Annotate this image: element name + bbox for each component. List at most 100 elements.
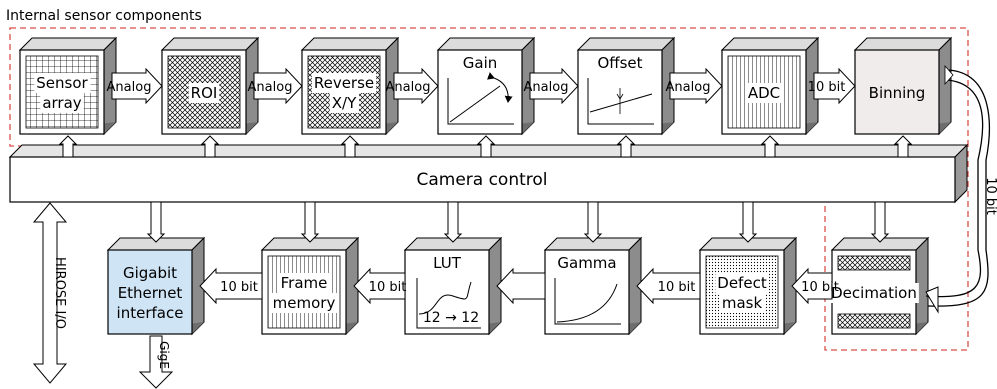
label-backdrop: [270, 293, 338, 313]
block-defect: Defect mask: [698, 236, 798, 336]
arrow-shape: [529, 67, 579, 105]
binning-to-decimation-connector: [925, 79, 984, 298]
arrow-shape: [636, 267, 701, 305]
arrow-label: 10 bit: [808, 80, 846, 95]
block-side-face: [938, 36, 952, 136]
control-up-arrow: [200, 135, 220, 158]
block-top-face: [436, 37, 536, 51]
block-top-face: [300, 37, 400, 51]
arrow-label: Analog: [107, 80, 152, 95]
arrow-label: Analog: [524, 80, 569, 95]
label-backdrop: [188, 83, 220, 103]
label-backdrop: [745, 83, 783, 103]
pattern-band-top: [837, 255, 911, 271]
label-backdrop: [278, 273, 330, 293]
block-label-line: LUT: [433, 254, 462, 272]
arrow-label: Analog: [248, 80, 293, 95]
bottom-link-arrow: 10 bit: [353, 267, 406, 305]
bottom-link-arrow: 10 bit: [791, 267, 839, 305]
bottom-link-arrow: 10 bit: [636, 267, 701, 305]
gamma-axes-icon: [554, 278, 621, 325]
arrow-shape: [393, 67, 439, 105]
camera-control-bar: Camera control: [8, 143, 969, 204]
arrow-label: Analog: [666, 80, 711, 95]
block-label-line: memory: [273, 294, 336, 312]
label-backdrop: [719, 293, 765, 313]
block-top-face: [576, 37, 676, 51]
block-label-line: ROI: [191, 84, 218, 102]
offset-line: [589, 93, 653, 113]
arrow-label: Analog: [386, 80, 431, 95]
arrow-shape: [791, 267, 833, 305]
arrow-shape: [199, 267, 263, 305]
arrow-label: 10 bit: [658, 280, 696, 295]
control-down-arrow: [870, 201, 890, 243]
control-down-arrow: [738, 201, 758, 243]
block-top-face: [853, 37, 953, 51]
block-label-line: Sensor: [36, 74, 88, 92]
control-up-arrow: [476, 135, 496, 158]
control-up-arrow: [760, 135, 780, 158]
block-label-line: mask: [722, 294, 763, 312]
block-label-line: Decimation: [831, 284, 917, 302]
block-adc: ADC: [720, 36, 820, 136]
camera-control-label: Camera control: [416, 170, 547, 190]
control-down-arrow: [443, 201, 463, 243]
block-label-line: Reverse: [314, 74, 374, 92]
top-link-arrow: Analog: [386, 67, 439, 105]
block-face: [544, 249, 630, 335]
gain-axes-icon: [447, 78, 514, 125]
binning-to-decimation-connector-outer: [927, 69, 990, 307]
block-binning: Binning: [853, 36, 953, 136]
block-label-line: Binning: [869, 84, 926, 102]
block-face: [854, 49, 940, 135]
loop-start-cap: [944, 64, 954, 86]
arrow-label: 10 bit: [220, 280, 258, 295]
block-label-line: Frame: [281, 274, 328, 292]
diagram-title: Internal sensor components: [6, 8, 202, 24]
gige-out-label: GigE: [157, 341, 171, 369]
top-link-arrow: Analog: [666, 67, 723, 105]
block-frame: Frame memory: [260, 236, 360, 336]
bottom-link-arrow: 10 bit: [199, 267, 263, 305]
block-label-line: Offset: [597, 54, 642, 72]
arrow-shape: [496, 267, 546, 305]
bottom-link-arrow: [496, 267, 546, 305]
block-roi: ROI: [160, 36, 260, 136]
control-up-arrow: [893, 135, 913, 158]
block-label-line: Gain: [463, 54, 498, 72]
arrow-shape: [253, 67, 303, 105]
block-top-face: [160, 37, 260, 51]
block-label-line: Gamma: [557, 254, 616, 272]
lut-axes-icon: [416, 278, 481, 329]
label-backdrop: [311, 73, 377, 93]
hirose-io-label: HIROSE I/O: [52, 257, 67, 329]
block-label-line: Gigabit: [123, 264, 177, 282]
block-label-line: interface: [117, 304, 184, 322]
arrow-shape: [669, 67, 723, 105]
lut-subtitle: 12 → 12: [423, 310, 479, 326]
pattern-band-bottom: [837, 313, 911, 329]
block-label-line: Defect: [717, 274, 767, 292]
offset-arrow-icon: [616, 93, 624, 100]
block-top-face: [720, 37, 820, 51]
lut-curve: [418, 281, 472, 315]
block-offset: Offset: [576, 36, 676, 136]
decimation-region: [824, 146, 969, 351]
block-lut: LUT 12 → 12: [403, 236, 503, 336]
arrow-label: 10 bit: [801, 280, 839, 295]
loop-arrowhead-icon: [925, 286, 939, 314]
control-up-arrow: [58, 135, 78, 158]
offset-axes-icon: [587, 78, 654, 125]
top-link-arrow: Analog: [524, 67, 579, 105]
block-gamma: Gamma: [543, 236, 643, 336]
label-backdrop: [715, 273, 769, 293]
arrow-shape: [353, 267, 406, 305]
gige-out-arrow: [138, 335, 174, 389]
arrow-shape: [111, 67, 163, 105]
block-label-line: X/Y: [332, 94, 357, 112]
control-down-arrow: [300, 201, 320, 243]
top-link-arrow: 10 bit: [808, 67, 856, 105]
